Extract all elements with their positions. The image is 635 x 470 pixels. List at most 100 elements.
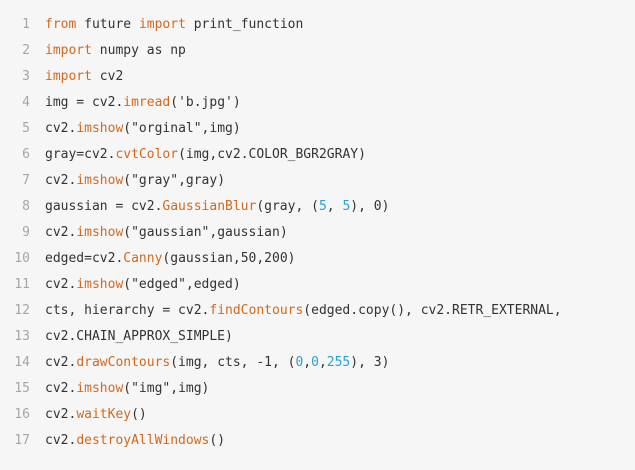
code-keyword-token: imshow bbox=[76, 225, 124, 240]
code-text: gray=cv2.cvtColor(img,cv2.COLOR_BGR2GRAY… bbox=[30, 142, 635, 168]
code-keyword-token: imshow bbox=[76, 277, 124, 292]
code-text: gaussian = cv2.GaussianBlur(gray, (5, 5)… bbox=[30, 194, 635, 220]
code-token: , bbox=[326, 199, 343, 214]
code-token: cv2. bbox=[45, 381, 77, 396]
code-token: ('b.jpg') bbox=[170, 95, 241, 110]
code-keyword-token: import bbox=[138, 17, 186, 32]
line-number: 5 bbox=[22, 121, 30, 136]
code-token: ("gaussian",gaussian) bbox=[123, 225, 288, 240]
line-number: 12 bbox=[14, 303, 30, 318]
code-keyword-token: GaussianBlur bbox=[162, 199, 257, 214]
code-token: , bbox=[303, 355, 312, 370]
code-token: cv2. bbox=[45, 173, 77, 188]
code-token: ), 0) bbox=[350, 199, 390, 214]
code-token: ("edged",edged) bbox=[123, 277, 241, 292]
code-token: cv2. bbox=[45, 121, 77, 136]
line-number: 13 bbox=[14, 329, 30, 344]
code-token: cv2. bbox=[45, 277, 77, 292]
code-token: ("orginal",img) bbox=[123, 121, 241, 136]
code-keyword-token: imshow bbox=[76, 121, 124, 136]
code-number-token: 255 bbox=[326, 355, 351, 370]
code-keyword-token: imread bbox=[123, 95, 171, 110]
line-number: 1 bbox=[22, 17, 30, 32]
code-token: cv2. bbox=[45, 407, 77, 422]
code-number-token: 0 bbox=[295, 355, 304, 370]
code-token: (edged.copy(), cv2.RETR_EXTERNAL, bbox=[303, 303, 562, 318]
code-text: cv2.waitKey() bbox=[30, 402, 635, 428]
code-text: edged=cv2.Canny(gaussian,50,200) bbox=[30, 246, 635, 272]
line-number: 7 bbox=[22, 173, 30, 188]
code-token: edged=cv2. bbox=[45, 251, 124, 266]
code-text: import numpy as np bbox=[30, 38, 635, 64]
code-text: cv2.imshow("orginal",img) bbox=[30, 116, 635, 142]
line-number: 2 bbox=[22, 43, 30, 58]
code-text: from future import print_function bbox=[30, 12, 635, 38]
line-number: 10 bbox=[14, 251, 30, 266]
code-keyword-token: Canny bbox=[123, 251, 163, 266]
code-text: cv2.CHAIN_APPROX_SIMPLE) bbox=[30, 324, 635, 350]
code-keyword-token: waitKey bbox=[76, 407, 132, 422]
line-number: 14 bbox=[14, 355, 30, 370]
code-token: ), 3) bbox=[350, 355, 390, 370]
code-number-token: 5 bbox=[318, 199, 327, 214]
code-token: cv2. bbox=[45, 225, 77, 240]
code-keyword-token: cvtColor bbox=[115, 147, 179, 162]
code-keyword-token: import bbox=[45, 69, 92, 84]
code-token: gaussian = cv2. bbox=[45, 199, 163, 214]
code-token: cv2 bbox=[91, 69, 124, 84]
code-text: cv2.imshow("edged",edged) bbox=[30, 272, 635, 298]
line-number: 16 bbox=[14, 407, 30, 422]
line-number: 4 bbox=[22, 95, 30, 110]
code-token: numpy as np bbox=[91, 43, 186, 58]
code-token: (img,cv2.COLOR_BGR2GRAY) bbox=[178, 147, 366, 162]
code-text: cv2.imshow("gray",gray) bbox=[30, 168, 635, 194]
code-text: img = cv2.imread('b.jpg') bbox=[30, 90, 635, 116]
line-number: 15 bbox=[14, 381, 30, 396]
code-text: import cv2 bbox=[30, 64, 635, 90]
code-keyword-token: imshow bbox=[76, 173, 124, 188]
code-text: cts, hierarchy = cv2.findContours(edged.… bbox=[30, 298, 635, 324]
code-token: ("img",img) bbox=[123, 381, 210, 396]
code-token: (gray, ( bbox=[256, 199, 319, 214]
line-number: 11 bbox=[14, 277, 30, 292]
code-keyword-token: imshow bbox=[76, 381, 124, 396]
code-token: ("gray",gray) bbox=[123, 173, 226, 188]
line-number: 8 bbox=[22, 199, 30, 214]
code-token: () bbox=[131, 407, 147, 422]
code-token: cv2. bbox=[45, 355, 77, 370]
line-number: 17 bbox=[14, 433, 30, 448]
code-line: 17 cv2.destroyAllWindows() bbox=[0, 428, 635, 454]
code-token: (gaussian,50,200) bbox=[162, 251, 296, 266]
code-keyword-token: findContours bbox=[209, 303, 304, 318]
code-token: gray=cv2. bbox=[45, 147, 116, 162]
code-token: cv2. bbox=[45, 433, 77, 448]
code-token: (img, cts, -1, ( bbox=[170, 355, 296, 370]
code-text: cv2.imshow("img",img) bbox=[30, 376, 635, 402]
code-keyword-token: import bbox=[45, 43, 92, 58]
code-keyword-token: destroyAllWindows bbox=[76, 433, 210, 448]
code-token: future bbox=[76, 17, 139, 32]
code-number-token: 0 bbox=[311, 355, 319, 370]
code-token: () bbox=[209, 433, 226, 448]
code-token: , bbox=[318, 355, 327, 370]
code-token: cts, hierarchy = cv2. bbox=[45, 303, 210, 318]
line-number: 3 bbox=[22, 69, 30, 84]
code-keyword-token: drawContours bbox=[76, 355, 171, 370]
code-text: cv2.imshow("gaussian",gaussian) bbox=[30, 220, 635, 246]
